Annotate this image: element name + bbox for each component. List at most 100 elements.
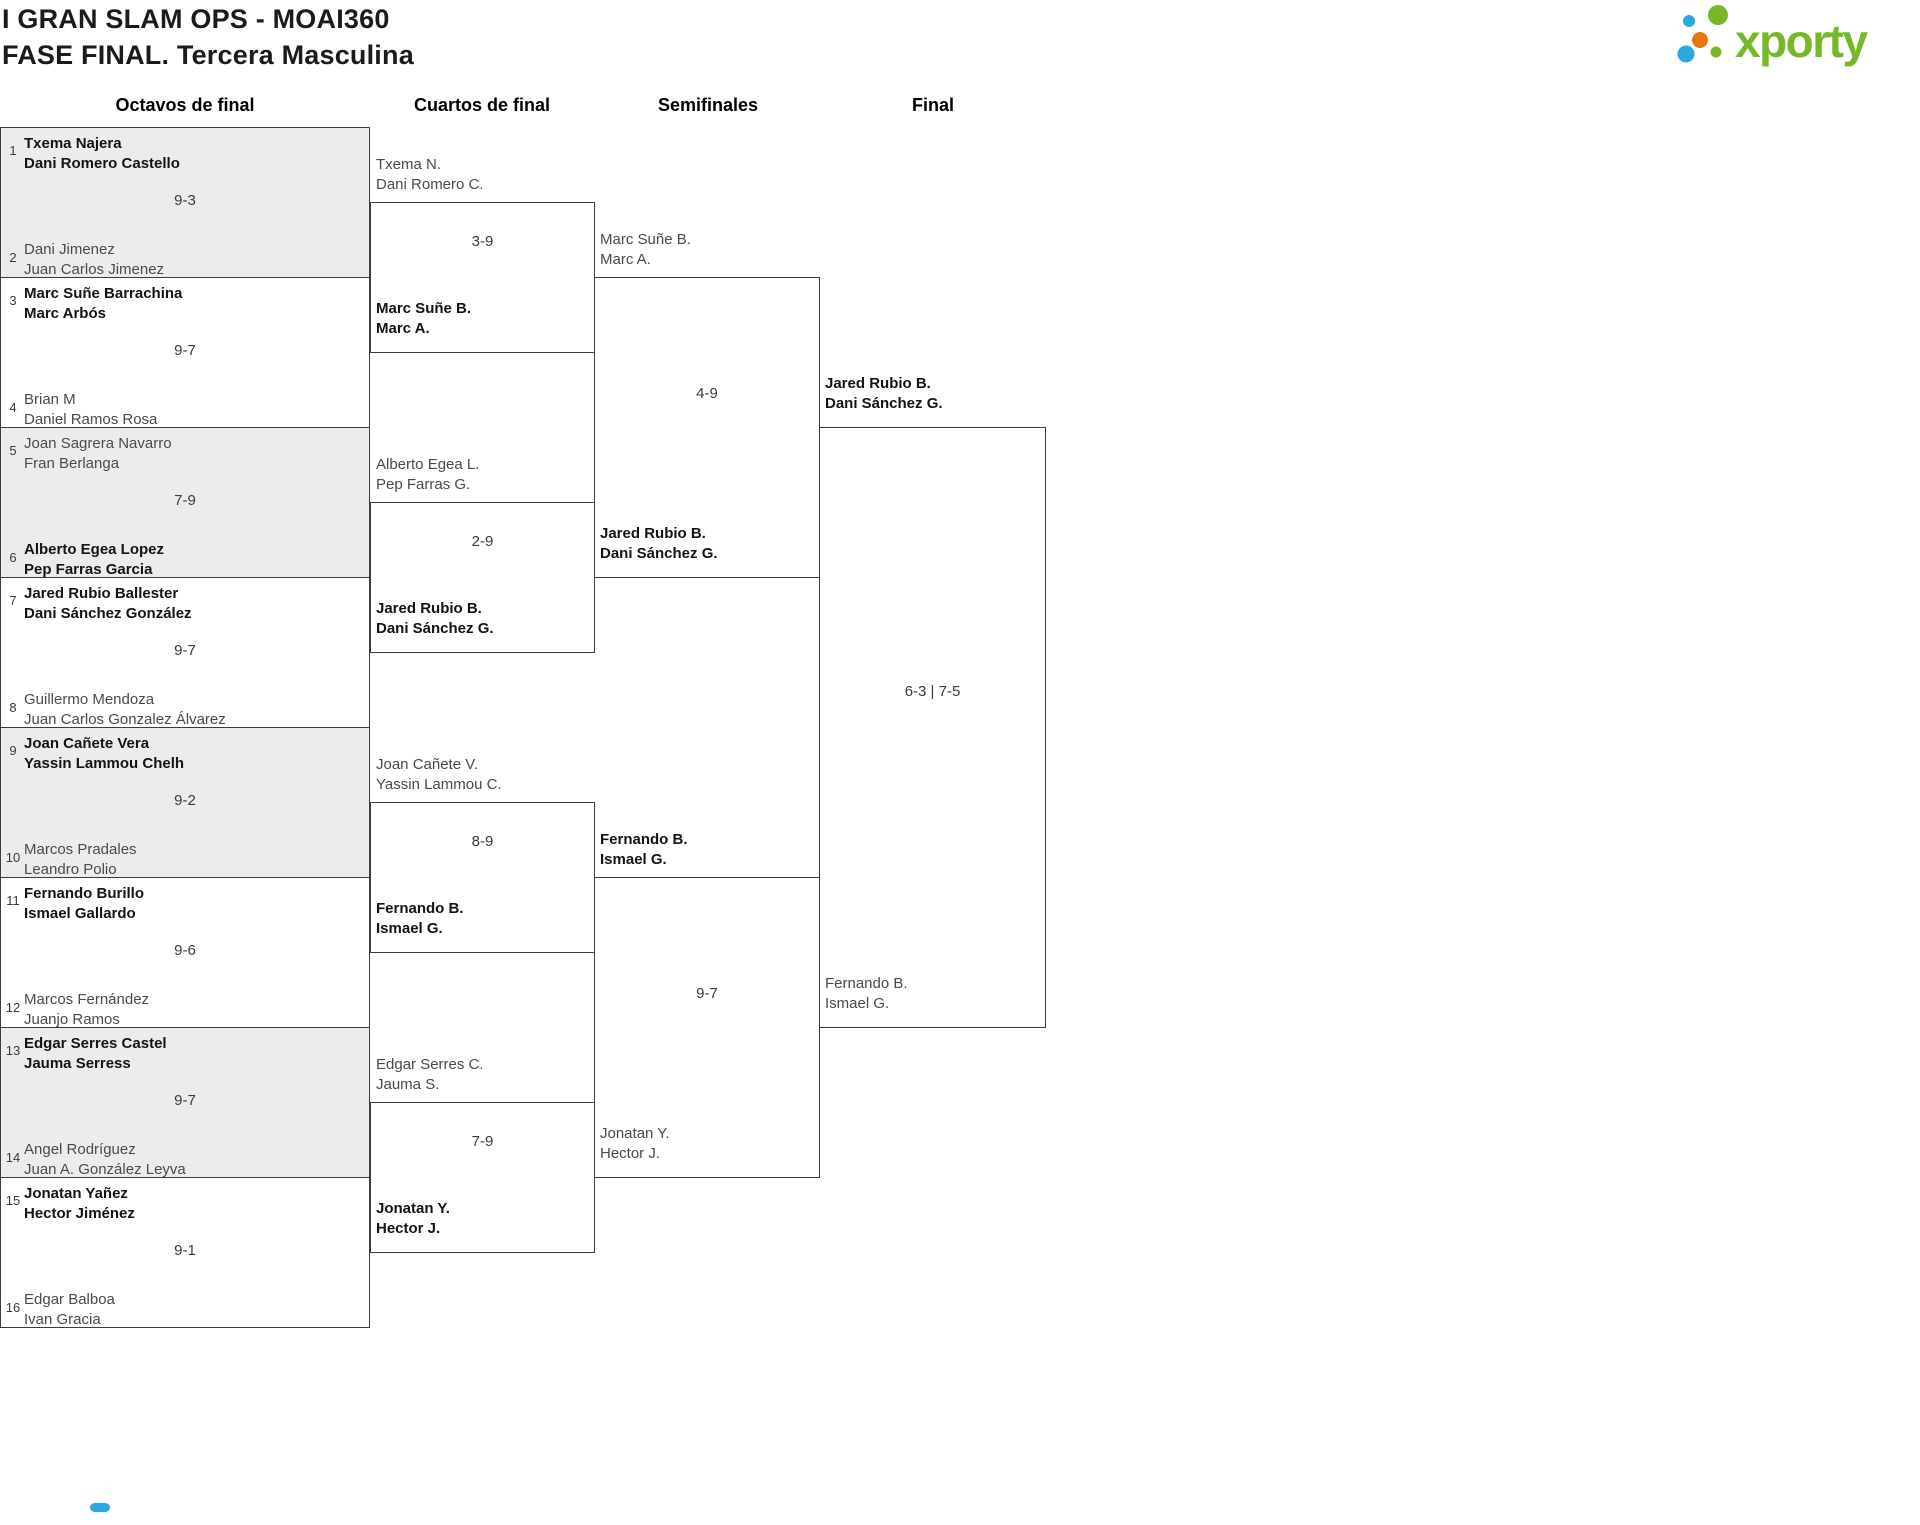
player-name: Marc Suñe B. bbox=[600, 231, 691, 248]
seed-number: 1 bbox=[9, 143, 17, 158]
player-name: Dani Sánchez G. bbox=[600, 545, 718, 562]
seed-number: 4 bbox=[9, 400, 17, 415]
team-pair[interactable]: Marcos Fernández Juanjo Ramos bbox=[24, 990, 149, 1030]
match-score: 9-1 bbox=[174, 1242, 196, 1259]
player-name: Jonatan Yañez bbox=[24, 1185, 128, 1202]
tournament-title: I GRAN SLAM OPS - MOAI360 bbox=[2, 4, 390, 34]
team-pair[interactable]: Jonatan Y. Hector J. bbox=[376, 1199, 450, 1239]
seed-number: 16 bbox=[5, 1300, 21, 1315]
seed-number: 10 bbox=[5, 850, 21, 865]
team-pair[interactable]: Marc Suñe Barrachina Marc Arbós bbox=[24, 284, 182, 324]
logo-dot-green-large bbox=[1708, 5, 1728, 25]
seed-number: 12 bbox=[5, 1000, 21, 1015]
team-pair[interactable]: Angel Rodríguez Juan A. González Leyva bbox=[24, 1140, 186, 1180]
match-score: 7-9 bbox=[174, 492, 196, 509]
r16-match-4: 7 Jared Rubio Ballester Dani Sánchez Gon… bbox=[0, 577, 370, 728]
team-pair[interactable]: Joan Cañete Vera Yassin Lammou Chelh bbox=[24, 734, 184, 774]
team-pair[interactable]: Marc Suñe B. Marc A. bbox=[376, 299, 471, 339]
player-name: Juan Carlos Gonzalez Álvarez bbox=[24, 711, 226, 728]
team-pair[interactable]: Txema N. Dani Romero C. bbox=[376, 155, 484, 195]
match-score: 9-2 bbox=[174, 792, 196, 809]
team-pair[interactable]: Brian M Daniel Ramos Rosa bbox=[24, 390, 157, 430]
player-name: Yassin Lammou Chelh bbox=[24, 755, 185, 772]
team-pair[interactable]: Marcos Pradales Leandro Polio bbox=[24, 840, 137, 880]
round-header-octavos: Octavos de final bbox=[115, 95, 255, 115]
team-pair[interactable]: Dani Jimenez Juan Carlos Jimenez bbox=[24, 240, 164, 280]
round-header-cuartos: Cuartos de final bbox=[413, 95, 551, 115]
player-name: Hector Jiménez bbox=[24, 1205, 135, 1222]
xporty-logo[interactable]: xporty bbox=[1655, 0, 1905, 75]
player-name: Guillermo Mendoza bbox=[24, 691, 155, 708]
team-pair[interactable]: Jared Rubio B. Dani Sánchez G. bbox=[825, 374, 943, 414]
player-name: Marc A. bbox=[600, 251, 651, 268]
player-name: Txema N. bbox=[376, 156, 442, 173]
player-name: Marc Arbós bbox=[24, 305, 106, 322]
player-name: Pep Farras G. bbox=[376, 476, 471, 493]
qf-match-1: Txema N. Dani Romero C. 3-9 Marc Suñe B.… bbox=[370, 156, 595, 353]
team-pair[interactable]: Fernando B. Ismael G. bbox=[600, 830, 688, 870]
match-score: 7-9 bbox=[471, 1133, 494, 1150]
team-pair[interactable]: Alberto Egea L. Pep Farras G. bbox=[376, 455, 479, 495]
final-match: Jared Rubio B. Dani Sánchez G. 6-3 | 7-5… bbox=[819, 375, 1046, 1028]
match-score: 9-3 bbox=[174, 192, 196, 209]
player-name: Dani Sánchez G. bbox=[376, 620, 494, 637]
r16-match-6: 11 Fernando Burillo Ismael Gallardo 9-6 … bbox=[0, 877, 370, 1028]
player-name: Marc Suñe Barrachina bbox=[24, 285, 183, 302]
team-pair[interactable]: Jared Rubio Ballester Dani Sánchez Gonzá… bbox=[24, 584, 192, 624]
r16-match-5: 9 Joan Cañete Vera Yassin Lammou Chelh 9… bbox=[0, 727, 370, 878]
team-pair[interactable]: Guillermo Mendoza Juan Carlos Gonzalez Á… bbox=[24, 690, 226, 730]
team-pair[interactable]: Fernando Burillo Ismael Gallardo bbox=[24, 884, 144, 924]
match-score: 9-7 bbox=[174, 1092, 196, 1109]
xporty-logo-graphic: xporty bbox=[1677, 5, 1870, 67]
player-name: Txema Najera bbox=[24, 135, 122, 152]
team-pair[interactable]: Jared Rubio B. Dani Sánchez G. bbox=[600, 524, 718, 564]
player-name: Jonatan Y. bbox=[376, 1200, 450, 1217]
team-pair[interactable]: Fernando B. Ismael G. bbox=[825, 974, 908, 1014]
player-name: Fernando B. bbox=[600, 831, 688, 848]
player-name: Alberto Egea L. bbox=[376, 456, 480, 473]
player-name: Ismael G. bbox=[376, 920, 443, 937]
player-name: Ismael G. bbox=[600, 851, 667, 868]
team-pair[interactable]: Joan Cañete V. Yassin Lammou C. bbox=[376, 755, 502, 795]
player-name: Edgar Serres C. bbox=[376, 1056, 484, 1073]
final-score: 6-3 | 7-5 bbox=[904, 683, 961, 700]
r16-match-8: 15 Jonatan Yañez Hector Jiménez 9-1 16 E… bbox=[0, 1177, 370, 1328]
player-name: Daniel Ramos Rosa bbox=[24, 411, 158, 428]
team-pair[interactable]: Edgar Serres Castel Jauma Serress bbox=[24, 1034, 167, 1074]
player-name: Joan Sagrera Navarro bbox=[24, 435, 172, 452]
team-pair[interactable]: Edgar Serres C. Jauma S. bbox=[376, 1055, 484, 1095]
player-name: Brian M bbox=[24, 391, 76, 408]
player-name: Dani Sánchez González bbox=[24, 605, 192, 622]
round-header-semifinales: Semifinales bbox=[657, 95, 759, 115]
player-name: Dani Romero Castello bbox=[24, 155, 180, 172]
logo-dot-blue-small bbox=[1683, 15, 1695, 27]
player-name: Dani Romero C. bbox=[376, 176, 484, 193]
match-score: 9-7 bbox=[174, 342, 196, 359]
player-name: Marcos Pradales bbox=[24, 841, 137, 858]
seed-number: 13 bbox=[5, 1043, 21, 1058]
team-pair[interactable]: Alberto Egea Lopez Pep Farras Garcia bbox=[24, 540, 164, 580]
player-name: Hector J. bbox=[376, 1220, 441, 1237]
team-pair[interactable]: Jonatan Y. Hector J. bbox=[600, 1124, 670, 1164]
logo-wordmark: xporty bbox=[1735, 15, 1869, 67]
seed-number: 15 bbox=[5, 1193, 21, 1208]
r16-match-7: 13 Edgar Serres Castel Jauma Serress 9-7… bbox=[0, 1027, 370, 1178]
round-header-final: Final bbox=[911, 95, 955, 115]
team-pair[interactable]: Fernando B. Ismael G. bbox=[376, 899, 464, 939]
seed-number: 7 bbox=[9, 593, 17, 608]
team-pair[interactable]: Txema Najera Dani Romero Castello bbox=[24, 134, 180, 174]
seed-number: 2 bbox=[9, 250, 17, 265]
team-pair[interactable]: Joan Sagrera Navarro Fran Berlanga bbox=[24, 434, 172, 474]
seed-number: 8 bbox=[9, 700, 17, 715]
team-pair[interactable]: Jonatan Yañez Hector Jiménez bbox=[24, 1184, 135, 1224]
partial-logo-mark bbox=[90, 1503, 110, 1512]
team-pair[interactable]: Jared Rubio B. Dani Sánchez G. bbox=[376, 599, 494, 639]
sf-match-2: Fernando B. Ismael G. 9-7 Jonatan Y. Hec… bbox=[594, 831, 820, 1178]
team-pair[interactable]: Edgar Balboa Ivan Gracia bbox=[24, 1290, 115, 1330]
r16-match-1: 1 Txema Najera Dani Romero Castello 9-3 … bbox=[0, 127, 370, 278]
player-name: Jauma S. bbox=[376, 1076, 440, 1093]
seed-number: 9 bbox=[9, 743, 17, 758]
qf-match-4: Edgar Serres C. Jauma S. 7-9 Jonatan Y. … bbox=[370, 1056, 595, 1253]
player-name: Marc A. bbox=[376, 320, 430, 337]
team-pair[interactable]: Marc Suñe B. Marc A. bbox=[600, 230, 691, 270]
